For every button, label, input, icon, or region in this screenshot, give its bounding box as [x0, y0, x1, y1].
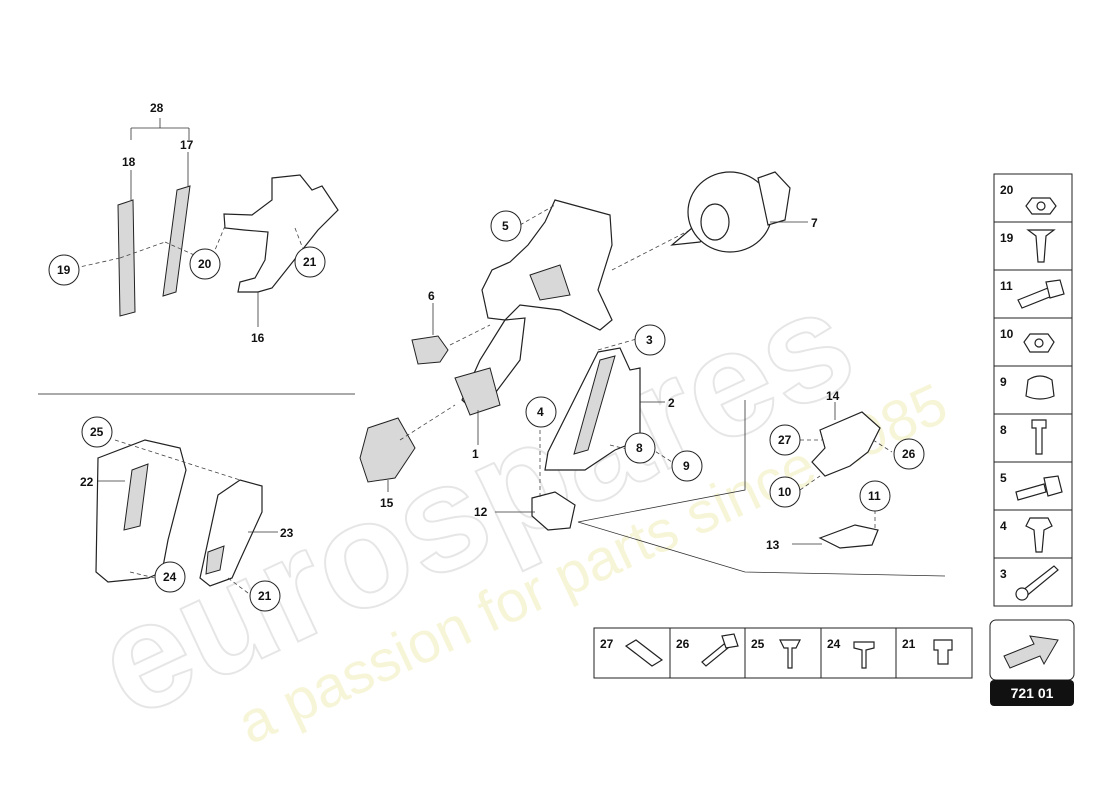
part-16-bracket — [223, 174, 339, 293]
part-17-strip — [162, 185, 191, 297]
callout-21-circle — [294, 246, 326, 278]
callout-21b-circle — [249, 580, 281, 612]
legend-bottom-24: 24 — [827, 637, 841, 651]
part-1-brake-pedal-pad — [454, 367, 501, 416]
part-6-switch — [411, 335, 449, 365]
callout-25-circle — [81, 416, 113, 448]
callout-14: 14 — [826, 389, 840, 403]
legend-right-19: 19 — [1000, 231, 1014, 245]
callout-4: 4 — [537, 405, 544, 419]
legend-bottom-21: 21 — [902, 637, 916, 651]
legend-bottom-25: 25 — [751, 637, 765, 651]
callout-18: 18 — [122, 155, 136, 169]
diagram-number: 721 01 — [1011, 685, 1054, 701]
group-pedal-box: 1 2 3 4 5 6 8 9 12 15 — [359, 199, 946, 577]
part-2-grip — [573, 355, 616, 455]
callout-11b: 11 — [868, 489, 881, 503]
callout-28: 28 — [150, 101, 164, 115]
callout-10b: 10 — [778, 485, 792, 499]
callout-21b: 21 — [258, 589, 272, 603]
diagram-id-box: 721 01 — [989, 619, 1075, 706]
callout-12: 12 — [474, 505, 488, 519]
callout-15: 15 — [380, 496, 394, 510]
callout-1: 1 — [472, 447, 479, 461]
callout-27-circle — [769, 424, 801, 456]
part-13-bracket — [818, 524, 879, 549]
legend-bottom-frame — [593, 627, 973, 679]
legend-bottom-row: 27 26 25 24 21 — [593, 627, 973, 679]
diagram-number-badge — [990, 680, 1074, 706]
bolt-icon-8 — [1031, 419, 1047, 455]
legend-right-8: 8 — [1000, 423, 1007, 437]
pan-screw-icon — [853, 641, 875, 669]
callout-5: 5 — [502, 219, 509, 233]
legend-right-column: 20 19 11 10 9 8 5 4 3 — [993, 173, 1073, 607]
legend-bottom-26: 26 — [676, 637, 690, 651]
direction-arrow-icon — [1003, 635, 1059, 669]
cap-plug-icon — [1025, 375, 1055, 400]
callout-5-circle — [490, 210, 522, 242]
legend-right-9: 9 — [1000, 375, 1007, 389]
part-23-grip — [205, 545, 225, 575]
callout-19-circle — [48, 254, 80, 286]
callout-26-circle — [893, 438, 925, 470]
button-screw-icon — [933, 639, 953, 665]
callout-4-circle — [525, 396, 557, 428]
torx-screw-icon — [779, 639, 801, 669]
legend-right-5: 5 — [1000, 471, 1007, 485]
callout-11b-circle — [859, 480, 891, 512]
legend-bottom-27: 27 — [600, 637, 614, 651]
legend-right-11: 11 — [1000, 279, 1013, 293]
callout-8-circle — [624, 432, 656, 464]
part-15-pedal-rubber — [359, 417, 416, 483]
group-right-center: 14 27 26 10 11 13 — [766, 389, 925, 552]
group-top-left: 28 18 17 16 19 20 21 — [48, 101, 339, 345]
legend-right-4: 4 — [1000, 519, 1007, 533]
callout-3-circle — [634, 324, 666, 356]
callout-9: 9 — [683, 459, 690, 473]
part-12-bracket — [531, 491, 576, 531]
callout-7: 7 — [811, 216, 818, 230]
group-brake-booster: 7 — [611, 171, 818, 271]
part-18-strip — [117, 199, 136, 317]
part-14-bracket — [811, 411, 881, 477]
callout-10b-circle — [769, 476, 801, 508]
callout-21: 21 — [303, 255, 317, 269]
callout-20: 20 — [198, 257, 212, 271]
callout-24-circle — [154, 561, 186, 593]
legend-right-3: 3 — [1000, 567, 1007, 581]
callout-8: 8 — [636, 441, 643, 455]
legend-right-10: 10 — [1000, 327, 1014, 341]
callout-9-circle — [671, 450, 703, 482]
part-7-booster-face — [700, 203, 730, 241]
callout-27: 27 — [778, 433, 792, 447]
part-pedal-bracket — [481, 199, 613, 331]
callout-2: 2 — [668, 396, 675, 410]
callout-23: 23 — [280, 526, 294, 540]
part-22-grip — [123, 463, 149, 531]
callout-24: 24 — [163, 570, 177, 584]
callout-22: 22 — [80, 475, 94, 489]
washer-bolt-icon — [1025, 517, 1053, 553]
part-7-reservoir — [757, 171, 791, 226]
callout-17: 17 — [180, 138, 194, 152]
group-bottom-left: 25 22 23 24 21 — [80, 416, 294, 612]
callout-3: 3 — [646, 333, 653, 347]
flange-bolt-icon — [1015, 483, 1047, 501]
part-bracket-inner — [529, 264, 571, 301]
callout-26: 26 — [902, 447, 916, 461]
callout-13: 13 — [766, 538, 780, 552]
clip-strip-icon — [624, 639, 664, 667]
countersunk-screw-icon — [1026, 229, 1056, 263]
callout-20-circle — [189, 248, 221, 280]
legend-right-20: 20 — [1000, 183, 1014, 197]
callout-16: 16 — [251, 331, 265, 345]
callout-6: 6 — [428, 289, 435, 303]
callout-19: 19 — [57, 263, 71, 277]
callout-25: 25 — [90, 425, 104, 439]
